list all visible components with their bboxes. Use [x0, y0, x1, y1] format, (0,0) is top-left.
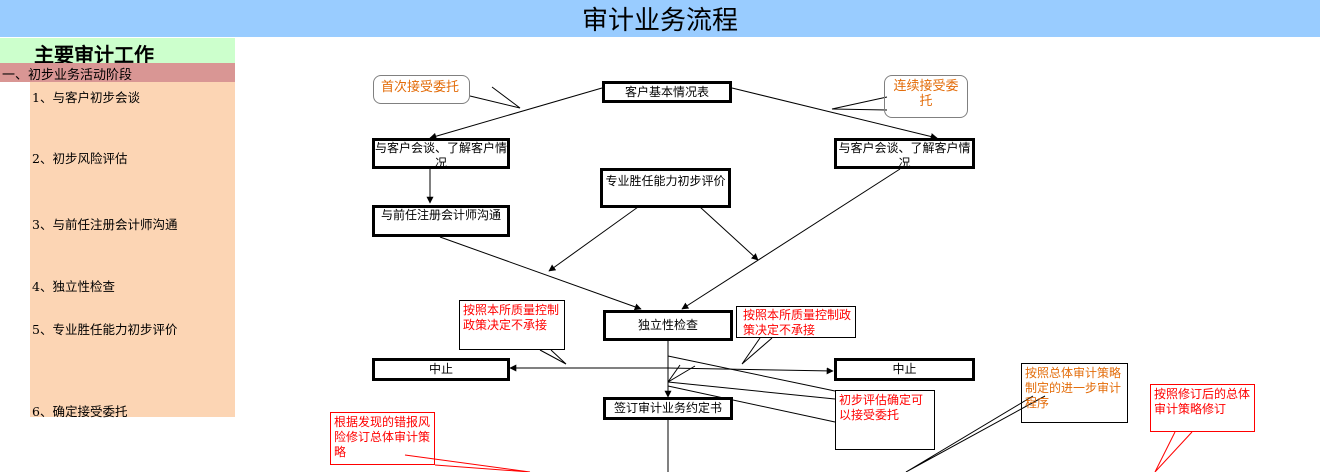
note-revise-by-risk: 根据发现的错报风险修订总体审计策略 [330, 412, 435, 465]
callout-tail-first [469, 86, 521, 109]
callout-tail-decline-right [741, 337, 773, 365]
arrow-competence-right [699, 206, 759, 261]
talk-right-box: 与客户会谈、了解客户情况 [834, 138, 975, 169]
arrow-right-talk-to-independence [681, 168, 901, 310]
list-item: 3、与前任注册会计师沟通 [32, 217, 178, 232]
note-decline-right: 按照本所质量控制政策决定不承接 [736, 306, 856, 338]
client-info-box: 客户基本情况表 [602, 81, 732, 103]
line-branch-1 [667, 381, 836, 400]
independence-box: 独立性检查 [603, 310, 733, 341]
engagement-box: 签订审计业务约定书 [603, 397, 733, 420]
note-first-accept: 首次接受委托 [373, 75, 470, 104]
arrow-client-to-right [731, 87, 938, 140]
arrow-client-to-left [429, 87, 603, 140]
steps-list: 1、与客户初步会谈 2、初步风险评估 3、与前任注册会计师沟通 4、独立性检查 … [30, 82, 235, 419]
note-continue-accept: 连续接受委托 [884, 75, 968, 118]
competence-box: 专业胜任能力初步评价 [600, 168, 731, 208]
phase-header-text: 一、初步业务活动阶段 [2, 68, 133, 83]
callout-tail-prelim [667, 364, 696, 383]
page-title: 审计业务流程 [581, 6, 738, 36]
stop-left-box: 中止 [372, 358, 510, 381]
callout-tail-revised [1154, 431, 1193, 472]
list-item: 4、独立性检查 [32, 279, 115, 294]
line-branch-3 [667, 355, 836, 392]
list-item: 5、专业胜任能力初步评价 [32, 322, 178, 337]
arrow-to-stop-right [667, 367, 834, 375]
note-prelim-eval: 初步评估确定可以接受委托 [835, 390, 935, 450]
stop-right-box: 中止 [834, 358, 975, 381]
callout-tail-revise-risk [404, 454, 531, 472]
arrow-predecessor-to-independence [439, 236, 642, 311]
phase-header: 一、初步业务活动阶段 [0, 63, 235, 83]
title-bar: 审计业务流程 [0, 0, 1320, 37]
list-item: 2、初步风险评估 [32, 151, 128, 166]
line-branch-2 [667, 385, 836, 423]
callout-tail-decline-left [539, 349, 567, 365]
predecessor-box: 与前任注册会计师沟通 [372, 205, 510, 237]
list-item: 1、与客户初步会谈 [32, 90, 140, 105]
talk-left-box: 与客户会谈、了解客户情况 [372, 138, 510, 169]
callout-tail-continue [831, 96, 888, 111]
callout-tail-further [905, 395, 1046, 472]
note-revised-strategy: 按照修订后的总体审计策略修订 [1150, 384, 1255, 432]
arrow-competence-left [548, 206, 639, 272]
note-further-program: 按照总体审计策略制定的进一步审计程序 [1021, 363, 1128, 423]
list-item: 6、确定接受委托 [32, 404, 128, 419]
note-decline-left: 按照本所质量控制政策决定不承接 [459, 300, 565, 350]
